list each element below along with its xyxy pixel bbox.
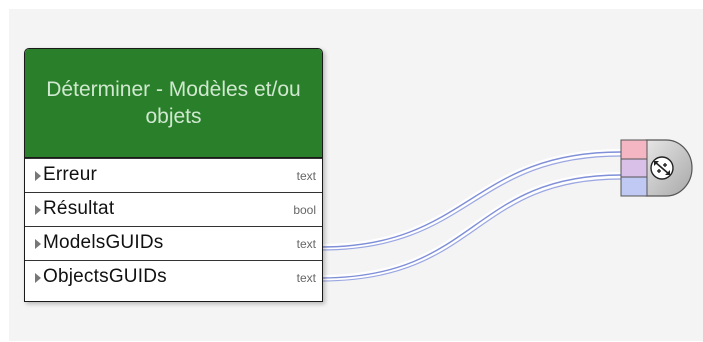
- target-port-blue: [620, 176, 648, 197]
- wire-objectsguids[interactable]: [320, 172, 622, 282]
- port-row-resultat[interactable]: Résultat bool: [25, 192, 322, 226]
- port-type: text: [296, 237, 316, 251]
- port-arrow-icon: [35, 171, 41, 181]
- target-connector-node[interactable]: [618, 136, 696, 214]
- port-row-objectsguids[interactable]: ObjectsGUIDs text: [25, 260, 322, 294]
- port-type: text: [296, 271, 316, 285]
- function-node[interactable]: Déterminer - Modèles et/ou objets Erreur…: [24, 48, 323, 302]
- target-port-pink: [620, 139, 648, 160]
- port-type: bool: [293, 203, 316, 217]
- port-name: ModelsGUIDs: [43, 232, 164, 253]
- port-name: ObjectsGUIDs: [43, 266, 167, 287]
- node-title: Déterminer - Modèles et/ou objets: [25, 49, 322, 158]
- wire-modelsguids[interactable]: [320, 149, 622, 251]
- port-type: text: [296, 169, 316, 183]
- target-port-purple: [620, 158, 648, 178]
- port-arrow-icon: [35, 273, 41, 283]
- port-name: Résultat: [43, 198, 115, 219]
- port-row-modelsguids[interactable]: ModelsGUIDs text: [25, 226, 322, 260]
- port-row-erreur[interactable]: Erreur text: [25, 158, 322, 192]
- port-arrow-icon: [35, 239, 41, 249]
- move-arrows-icon: [650, 156, 674, 180]
- port-arrow-icon: [35, 205, 41, 215]
- port-name: Erreur: [43, 164, 97, 185]
